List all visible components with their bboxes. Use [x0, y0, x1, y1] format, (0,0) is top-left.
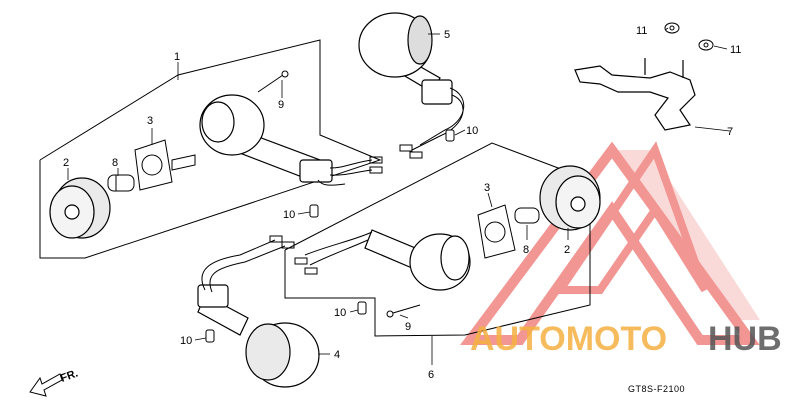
bolt-lower [205, 329, 215, 343]
label-7: 7 [727, 126, 733, 138]
socket-ring-left [134, 139, 196, 191]
label-2a: 2 [63, 157, 69, 169]
label-10d: 10 [180, 335, 192, 347]
label-11a: 11 [636, 25, 647, 37]
winker-4 [197, 284, 320, 388]
front-arrow-label: FR. [59, 367, 80, 384]
label-3b: 3 [484, 182, 490, 194]
screw-right [386, 304, 421, 318]
group-outline-6 [284, 142, 591, 337]
socket-ring-right [477, 204, 516, 259]
label-10a: 10 [283, 209, 295, 221]
wire-harness-right [294, 231, 373, 275]
leader-lines [67, 27, 731, 365]
label-11b: 11 [730, 44, 741, 56]
nut-11a [664, 22, 680, 34]
label-9b: 9 [405, 321, 411, 333]
label-3a: 3 [147, 115, 153, 127]
lens-left [49, 177, 111, 239]
wire-harness-5 [399, 87, 465, 159]
wire-harness-left [317, 156, 383, 186]
bolt-left [309, 204, 319, 218]
part-labels: 1 2 2 3 3 4 5 6 7 8 8 9 9 10 10 10 10 11… [63, 25, 741, 381]
group-outline-1 [39, 39, 382, 259]
diagram-code: GT8S-F2100 [628, 384, 685, 394]
screw-left [257, 70, 289, 93]
label-10b: 10 [466, 125, 478, 137]
label-4: 4 [334, 349, 340, 361]
watermark-logo-icon [460, 141, 760, 345]
label-6: 6 [428, 369, 434, 381]
bulb-right [514, 207, 540, 224]
watermark-text-part2: HUB [708, 320, 782, 358]
front-arrow-icon: FR. [29, 367, 80, 397]
label-2b: 2 [564, 244, 570, 256]
label-8a: 8 [112, 157, 118, 169]
bulb-left [107, 174, 135, 192]
winker-housing-left [199, 94, 333, 183]
label-1: 1 [174, 51, 180, 63]
label-10c: 10 [334, 307, 346, 319]
nut-11b [698, 39, 714, 51]
watermark-text: AUTOMOTO HUB [470, 320, 782, 358]
watermark-text-part1: AUTOMOTO [470, 320, 667, 358]
label-9a: 9 [278, 99, 284, 111]
bracket-7 [574, 58, 696, 131]
winker-housing-right [364, 229, 471, 291]
wire-harness-4 [201, 235, 295, 293]
winker-5 [358, 12, 453, 105]
bolt-right [357, 301, 367, 315]
lens-right [539, 165, 601, 231]
label-8b: 8 [523, 244, 529, 256]
label-5: 5 [444, 29, 450, 41]
